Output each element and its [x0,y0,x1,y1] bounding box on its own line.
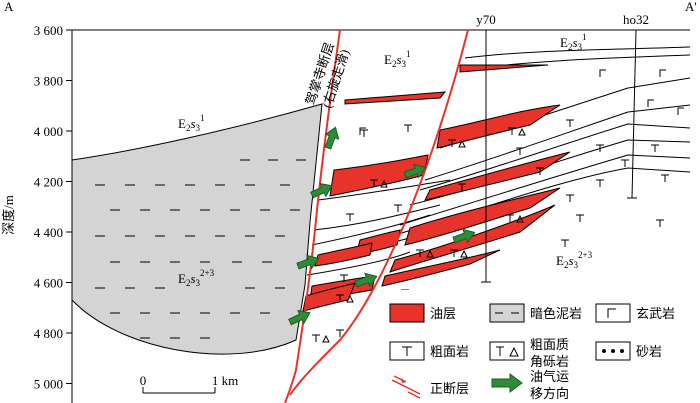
well-ho32-trace [632,30,636,198]
scale-start: 0 [140,373,147,388]
y-tick-label: 4 000 [34,124,63,139]
well-ho32-label: ho32 [623,12,649,27]
trachyte-symbol [566,120,574,127]
breccia-symbol [519,129,525,135]
y-tick-label: 4 600 [34,276,63,291]
legend-basalt-label: 玄武岩 [636,307,675,322]
trachyte-symbol [506,215,514,222]
trachyte-symbol [404,125,412,132]
section-start-label: A [4,0,14,14]
basalt-symbol [360,128,366,135]
legend-breccia-label-2: 角砾岩 [530,355,569,370]
trachyte-symbol [656,220,664,227]
trachyte-symbol [360,130,368,137]
y-axis: 3 600 3 800 4 000 4 200 4 400 4 600 4 800 5 000 [34,23,72,392]
trachyte-symbol [621,160,629,167]
formation-upper-left: E2s31 [178,113,205,133]
y-tick-label: 3 800 [34,74,63,89]
y-tick-label: 5 000 [34,377,63,392]
legend: 油层 暗色泥岩 玄武岩 粗面岩 粗面质 角砾岩 砂岩 正断层 油气运 移方向 [378,290,696,402]
trachyte-symbol [576,215,584,222]
y-tick-label: 4 200 [34,175,63,190]
trachyte-symbol [561,240,569,247]
dark-mudstone-body [72,104,322,354]
y-axis-label: 深度/m [1,195,16,235]
trachyte-symbol [566,195,574,202]
trachyte-symbol [661,175,669,182]
trachyte-symbol [596,145,604,152]
trachyte-symbol [312,335,320,342]
trachyte-symbol [394,205,402,212]
formation-upper-right: E2s31 [560,32,587,52]
formation-upper-middle: E2s31 [384,49,411,69]
formation-lower-right: E2s32+3 [556,250,593,270]
legend-trachyte-label: 粗面岩 [430,345,469,360]
basalt-symbol [648,100,654,107]
well-y70-label: y70 [476,12,496,27]
legend-oil-label: 油层 [430,307,456,322]
legend-oil-swatch [390,304,424,322]
y-tick-label: 4 400 [34,225,63,240]
legend-sandstone-label: 砂岩 [636,345,662,360]
basalt-symbol [678,108,684,115]
scale-bar: 0 1 km [140,373,238,393]
legend-mudstone-label: 暗色泥岩 [530,306,582,322]
oil-layers [303,65,570,311]
trachyte-symbol [346,214,354,221]
trachyte-symbol [596,180,604,187]
y-tick-label: 3 600 [34,23,63,38]
legend-basalt-swatch [596,304,630,322]
legend-breccia-label-1: 粗面质 [530,338,569,353]
breccia-symbol [323,336,329,342]
trachyte-symbol [651,145,659,152]
legend-breccia-swatch [490,342,524,360]
breccia-symbol [461,251,467,257]
section-end-label: A' [685,0,697,14]
scale-end: 1 km [212,373,238,388]
legend-migration-label-1: 油气运 [530,369,569,385]
legend-migration-label-2: 移方向 [530,386,569,402]
basalt-symbol [600,70,606,77]
y-tick-label: 4 800 [34,326,63,341]
basalt-symbol [660,70,666,77]
legend-normal-fault-label: 正断层 [430,382,469,397]
trachyte-symbol [516,148,524,155]
